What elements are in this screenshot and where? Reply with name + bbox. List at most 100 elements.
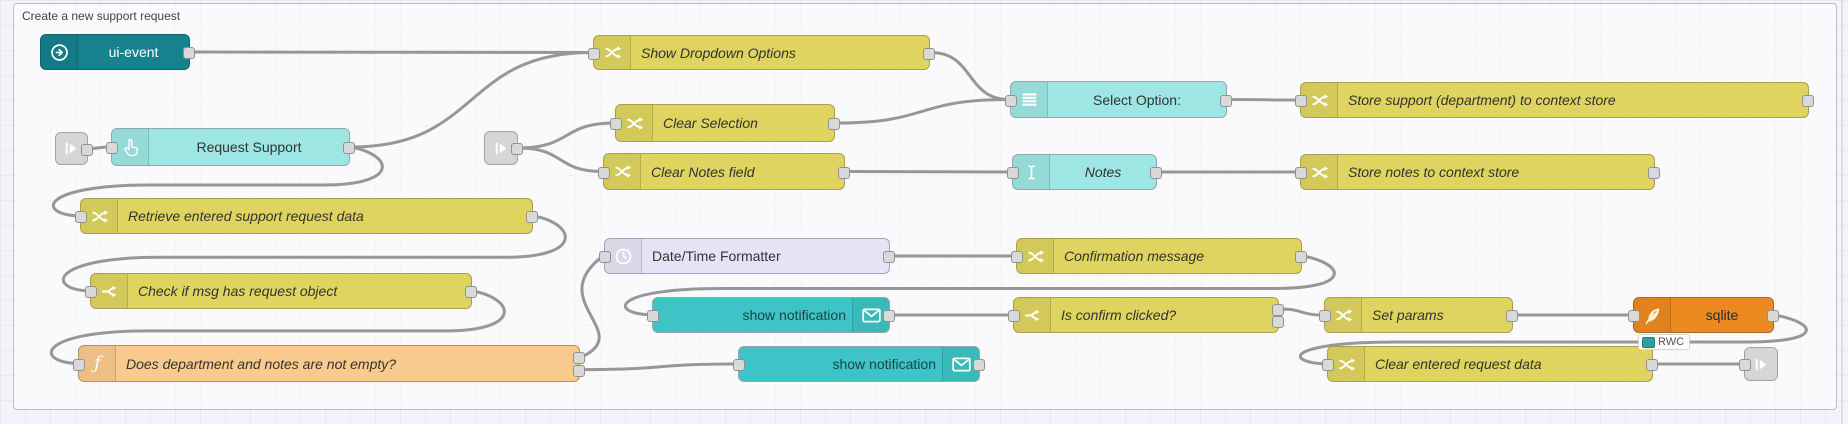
node-show-notification-1[interactable]: show notification [647,297,895,333]
output-port-1[interactable] [1272,316,1284,328]
input-port[interactable] [1739,359,1751,371]
output-port[interactable] [838,166,850,179]
node-show-dropdown-options[interactable]: Show Dropdown Options [588,35,935,70]
input-port[interactable] [75,211,87,223]
node-set-params[interactable]: Set params [1319,297,1518,333]
output-port[interactable] [1646,359,1658,371]
input-port[interactable] [588,47,600,60]
wire-link-in-2-to-clear-notes[interactable] [517,146,604,173]
wire-clear-notes-to-notes[interactable] [844,170,1013,174]
output-port-1[interactable] [573,364,585,377]
wire-is-confirm-clicked-to-set-params[interactable] [1278,307,1325,317]
output-port[interactable] [1648,167,1660,179]
node-select-option[interactable]: Select Option: [1005,81,1232,118]
wire-select-option-to-store-support[interactable] [1226,98,1301,102]
node-clear-notes[interactable]: Clear Notes field [598,153,850,190]
input-port[interactable] [1008,310,1020,322]
input-port[interactable] [1295,95,1307,107]
input-port[interactable] [1007,167,1019,179]
input-port[interactable] [1628,310,1640,322]
wire-link-in-2-to-clear-selection[interactable] [517,121,616,150]
wire-request-support-to-show-dropdown-options[interactable] [349,51,594,149]
wire-show-dropdown-options-to-select-option[interactable] [929,51,1011,101]
input-port[interactable] [1322,359,1334,371]
switch-icon [1014,298,1051,332]
node-clear-entered[interactable]: Clear entered request data [1322,346,1658,382]
input-port[interactable] [610,118,622,130]
wire-ui-event-to-show-dropdown-options[interactable] [189,50,594,54]
canvas-edge [1841,0,1843,424]
input-port[interactable] [598,166,610,179]
node-store-support[interactable]: Store support (department) to context st… [1295,82,1814,118]
output-port[interactable] [1506,310,1518,322]
output-port[interactable] [973,359,985,371]
node-request-support[interactable]: Request Support [106,128,355,166]
node-clear-selection[interactable]: Clear Selection [610,104,840,142]
node-is-confirm-clicked[interactable]: Is confirm clicked? [1008,297,1284,333]
link-icon [56,133,87,164]
node-retrieve-data[interactable]: Retrieve entered support request data [75,198,538,234]
wire-sqlite-to-clear-entered[interactable] [1298,313,1808,366]
group-label: Create a new support request [22,9,181,23]
output-port[interactable] [1767,310,1779,322]
node-sqlite[interactable]: sqlite [1628,297,1779,333]
output-port-0[interactable] [1272,304,1284,316]
output-port[interactable] [183,47,195,59]
wire-does-dept-to-datetime-formatter[interactable] [579,254,605,359]
output-port[interactable] [1150,167,1162,179]
output-port-0[interactable] [573,352,585,365]
feather-icon [1634,298,1671,332]
wire-clear-selection-to-select-option[interactable] [834,98,1011,125]
node-confirmation-message[interactable]: Confirmation message [1011,238,1307,274]
clock-icon [605,239,642,273]
input-port[interactable] [1319,310,1331,322]
node-show-notification-2[interactable]: show notification [733,346,985,382]
function-icon: ƒ [79,346,116,381]
wire-check-msg-to-does-dept[interactable] [49,289,506,365]
input-port[interactable] [106,142,118,154]
node-link-in-2[interactable] [484,131,523,165]
input-port[interactable] [647,310,659,322]
output-port[interactable] [526,211,538,223]
wire-retrieve-data-to-check-msg[interactable] [61,214,567,293]
node-link-out[interactable] [1739,347,1778,381]
input-port[interactable] [1005,94,1017,107]
link-icon [1745,348,1777,380]
input-port[interactable] [599,251,611,263]
shuffle-icon [616,105,653,141]
wire-confirmation-message-to-show-notification-1[interactable] [623,254,1336,317]
node-check-msg[interactable]: Check if msg has request object [85,273,477,309]
output-port[interactable] [828,118,840,130]
input-port[interactable] [733,359,745,371]
output-port[interactable] [1295,251,1307,263]
output-port[interactable] [1220,94,1232,107]
node-label: Clear entered request data [1375,356,1542,372]
node-store-notes[interactable]: Store notes to context store [1295,154,1660,190]
node-label: show notification [742,307,846,323]
node-datetime-formatter[interactable]: Date/Time Formatter [599,238,895,274]
node-link-in-1[interactable] [55,132,93,165]
input-port[interactable] [73,358,85,371]
wire-request-support-to-retrieve-data[interactable] [51,145,384,218]
node-label: Check if msg has request object [138,283,338,299]
node-notes[interactable]: Notes [1007,154,1162,190]
output-port[interactable] [883,251,895,263]
input-port[interactable] [85,286,97,298]
output-port[interactable] [923,47,935,60]
output-port[interactable] [81,143,93,156]
shuffle-icon [1301,155,1338,189]
output-port[interactable] [511,143,523,155]
sqlite-status: RWC [1638,334,1691,350]
output-port[interactable] [883,310,895,322]
input-port[interactable] [1011,251,1023,263]
input-port[interactable] [1295,167,1307,179]
output-port[interactable] [343,142,355,154]
output-port[interactable] [1802,95,1814,107]
node-ui-event[interactable]: ui-event [40,34,195,70]
output-port[interactable] [465,286,477,298]
shuffle-icon [594,36,631,69]
wire-does-dept-to-show-notification-2[interactable] [579,362,739,372]
